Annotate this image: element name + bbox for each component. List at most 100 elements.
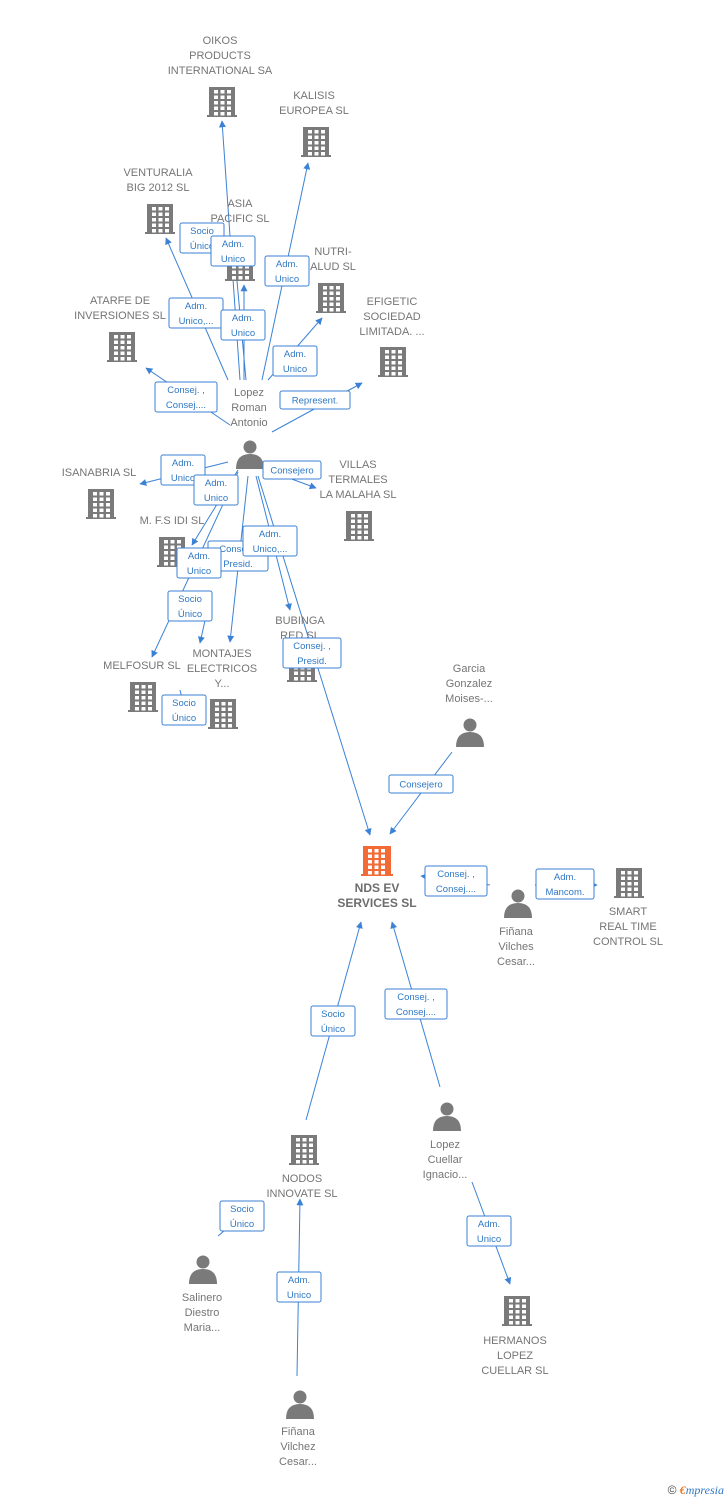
node-nutri[interactable]: NUTRI-ALUD SL <box>310 246 356 313</box>
empresia-logo[interactable]: €mpresia <box>680 1483 724 1497</box>
node-label-finana2-line1: Fiñana <box>281 1426 316 1438</box>
node-label-garcia-line1: Garcia <box>453 663 486 675</box>
copyright-footer: © €mpresia <box>668 1483 724 1498</box>
building-icon <box>128 682 158 712</box>
edge-label-text: Unico <box>477 1234 501 1245</box>
node-lopez_cuellar[interactable]: LopezCuellarIgnacio... <box>423 1102 468 1182</box>
node-label-venturalia-line1: VENTURALIA <box>123 167 193 179</box>
node-melfosur[interactable]: MELFOSUR SL <box>103 660 181 712</box>
edge-label-text: Consej.... <box>166 400 206 411</box>
node-label-smart-line1: SMART <box>609 906 648 918</box>
edge-label-box[interactable]: Adm.Unico,... <box>242 525 298 557</box>
edge-label-text: Unico <box>231 328 255 339</box>
node-label-lopez_cuellar-line2: Cuellar <box>428 1154 463 1166</box>
edge-label-box[interactable]: Consej. ,Consej.... <box>384 988 448 1020</box>
edge-label-box[interactable]: Adm.Unico <box>264 255 310 287</box>
node-label-finana1-line2: Vilches <box>498 941 534 953</box>
node-label-bubinga-line1: BUBINGA <box>275 615 325 627</box>
edge-label-box[interactable]: Consej. ,Consej.... <box>154 381 218 413</box>
edge-label-box[interactable]: Adm. Unico <box>466 1215 512 1247</box>
node-finana1[interactable]: FiñanaVilchesCesar... <box>497 889 535 969</box>
node-label-hermanos-line3: CUELLAR SL <box>481 1365 548 1377</box>
edge-label-text: Socio <box>172 698 196 709</box>
edge-label-text: Único <box>172 713 196 724</box>
edge-label-box[interactable]: Adm.Unico <box>276 1271 322 1303</box>
edge-label-text: Consej. , <box>219 544 257 555</box>
edge-label-text: Adm. <box>276 259 298 270</box>
node-label-finana2-line3: Cesar... <box>279 1456 317 1468</box>
node-montajes[interactable]: MONTAJESELECTRICOSY... <box>187 648 257 729</box>
edge-label-text: Adm. <box>288 1275 310 1286</box>
node-finana2[interactable]: FiñanaVilchezCesar... <box>279 1390 317 1469</box>
edge-label-box[interactable]: Adm.Unico <box>193 474 239 506</box>
edge-label-box[interactable]: Adm.Unico <box>210 235 256 267</box>
edge-label-box[interactable]: Represent. <box>279 390 351 410</box>
node-garcia[interactable]: GarciaGonzalezMoises-... <box>445 663 493 747</box>
node-label-lopez_roman-line1: Lopez <box>234 387 264 399</box>
node-label-nds-line1: NDS EV <box>355 881 400 895</box>
node-label-smart-line3: CONTROL SL <box>593 936 663 948</box>
edge-label-text: Único <box>190 241 214 252</box>
edge-label-box[interactable]: Consej. ,Consej.... <box>424 865 488 897</box>
node-label-hermanos-line2: LOPEZ <box>497 1350 533 1362</box>
node-salinero[interactable]: SalineroDiestroMaria... <box>182 1255 222 1335</box>
node-efigetic[interactable]: EFIGETICSOCIEDADLIMITADA. ... <box>359 296 425 377</box>
edge-label-text: Unico,... <box>179 316 214 327</box>
edge-label-text: Unico <box>204 493 228 504</box>
node-label-mfs-line1: M. F.S IDI SL <box>140 515 205 527</box>
building-icon <box>207 87 237 117</box>
edge-label-text: Adm. <box>222 239 244 250</box>
node-label-lopez_cuellar-line1: Lopez <box>430 1139 460 1151</box>
node-label-villas-line1: VILLAS <box>339 459 376 471</box>
building-icon <box>86 489 116 519</box>
node-label-efigetic-line1: EFIGETIC <box>367 296 418 308</box>
edge-label-text: Adm. <box>259 529 281 540</box>
node-label-atarfe-line2: INVERSIONES SL <box>74 310 166 322</box>
building-icon <box>502 1296 532 1326</box>
node-label-nutri-line2: ALUD SL <box>310 261 356 273</box>
node-isanabria[interactable]: ISANABRIA SL <box>62 467 137 519</box>
node-label-finana2-line2: Vilchez <box>280 1441 315 1453</box>
edge-label-box[interactable]: Consejero <box>262 460 322 480</box>
node-label-nds-line2: SERVICES SL <box>337 896 416 910</box>
node-label-isanabria-line1: ISANABRIA SL <box>62 467 137 479</box>
building-icon <box>378 347 408 377</box>
edge-label-box[interactable]: Adm.Unico <box>176 547 222 579</box>
person-icon <box>433 1102 461 1131</box>
building-icon <box>289 1135 319 1165</box>
edge-label-text: Único <box>178 609 202 620</box>
node-label-lopez_cuellar-line3: Ignacio... <box>423 1169 468 1181</box>
node-label-nodos-line2: INNOVATE SL <box>266 1188 337 1200</box>
edge-label-box[interactable]: Adm.Unico <box>220 309 266 341</box>
node-label-asia-line2: PACIFIC SL <box>210 213 269 225</box>
building-icon <box>361 846 393 876</box>
edge-label-text: Socio <box>321 1009 345 1020</box>
edge-label-box[interactable]: Adm.Mancom. <box>535 868 595 900</box>
edge-label-box[interactable]: Adm.Unico <box>272 345 318 377</box>
building-icon <box>107 332 137 362</box>
node-label-salinero-line3: Maria... <box>184 1322 221 1334</box>
edge-label-text: Adm. <box>478 1219 500 1230</box>
node-label-salinero-line1: Salinero <box>182 1292 222 1304</box>
building-icon <box>301 127 331 157</box>
edge-label-box[interactable]: Adm.Unico,... <box>168 297 224 329</box>
edge-label-box[interactable]: Consejero <box>388 774 454 794</box>
edge-label-box[interactable]: Consej. ,Presid. <box>282 637 342 669</box>
edge-label-text: Consejero <box>270 466 313 477</box>
